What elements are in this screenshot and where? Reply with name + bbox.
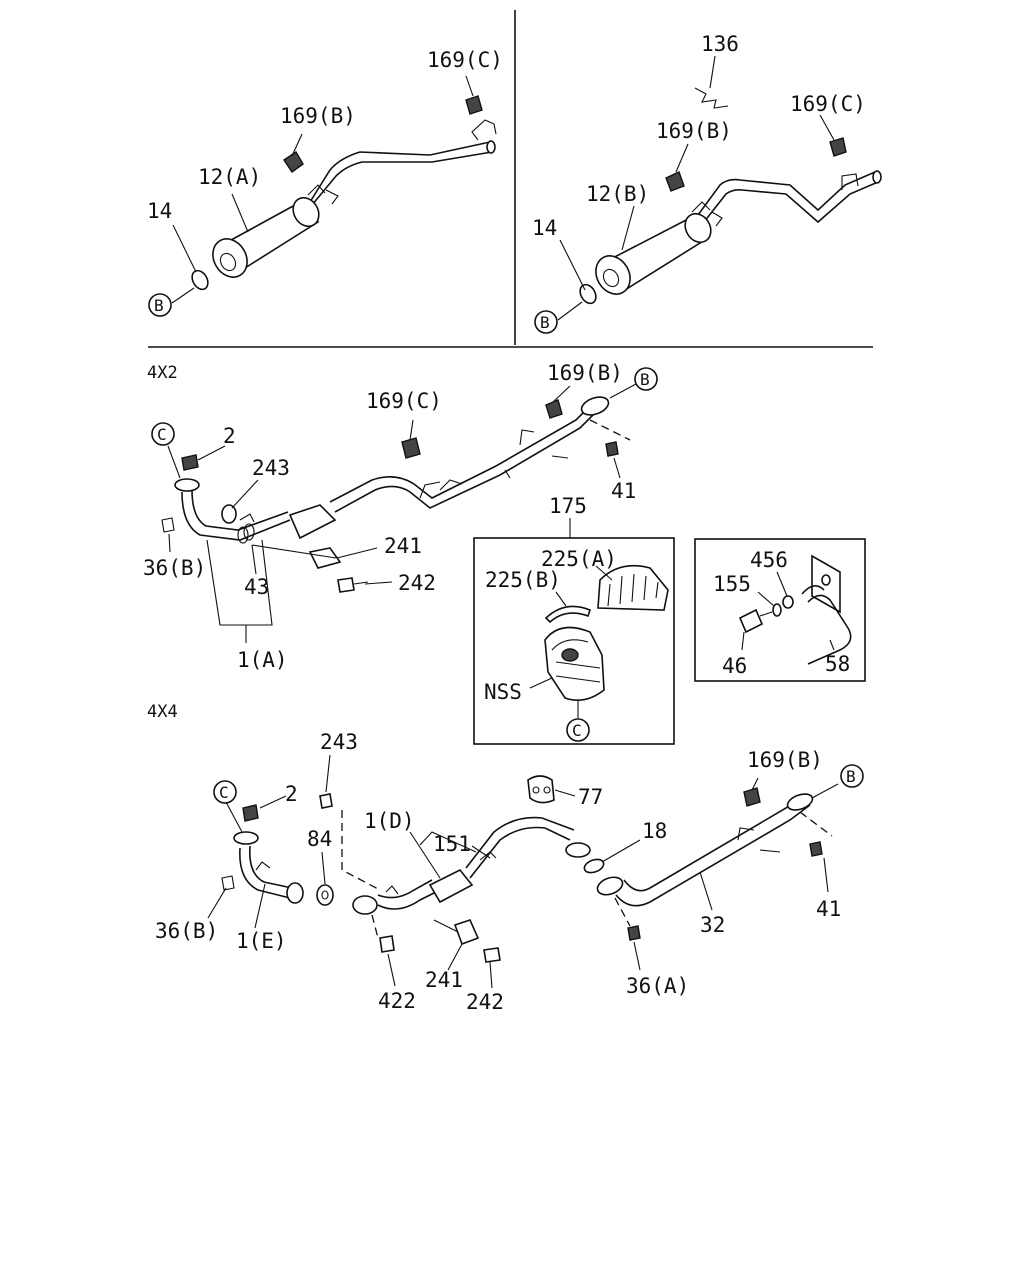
- label-169b: 169(B): [547, 361, 623, 385]
- label-14: 14: [532, 216, 557, 240]
- leader-nss: [529, 677, 553, 689]
- leaders-4x2: [167, 383, 637, 643]
- leader-225b: [555, 591, 567, 607]
- ref-circle-b: [534, 310, 558, 334]
- label-12b: 12(B): [586, 182, 649, 206]
- label-41: 41: [816, 897, 841, 921]
- label-18: 18: [642, 819, 667, 843]
- ref-circle-c: [213, 780, 237, 804]
- label-84: 84: [307, 827, 332, 851]
- leaders-top-left: [171, 75, 474, 304]
- label-46: 46: [722, 654, 747, 678]
- leaders-top-right: [557, 55, 835, 321]
- ref-circle-b: [634, 367, 658, 391]
- ref-b-text: B: [846, 767, 856, 786]
- label-36a: 36(A): [626, 974, 689, 998]
- panel-dividers: [148, 10, 873, 348]
- label-nss: NSS: [484, 680, 522, 704]
- leader-456: [776, 571, 788, 597]
- ref-c-text: C: [157, 425, 167, 444]
- label-58: 58: [825, 652, 850, 676]
- muffler-assembly-12b: [579, 87, 882, 305]
- label-169c: 169(C): [366, 389, 442, 413]
- leader-155: [757, 591, 775, 607]
- label-77: 77: [578, 785, 603, 809]
- label-169c: 169(C): [427, 48, 503, 72]
- label-242: 242: [466, 990, 504, 1014]
- leaders-4x4: [207, 754, 839, 989]
- ref-b-text: B: [540, 313, 550, 332]
- label-14: 14: [147, 199, 172, 223]
- label-243: 243: [320, 730, 358, 754]
- ref-b-text: B: [154, 296, 164, 315]
- label-43: 43: [244, 575, 269, 599]
- muffler-assembly-12a: [191, 95, 497, 291]
- label-41: 41: [611, 479, 636, 503]
- label-2: 2: [223, 424, 236, 448]
- inset-box-175: [473, 518, 675, 745]
- label-136: 136: [701, 32, 739, 56]
- label-456: 456: [750, 548, 788, 572]
- inset-box-hanger: [694, 538, 866, 682]
- ref-circle-c: [151, 422, 175, 446]
- ref-c-text: C: [219, 783, 229, 802]
- label-169c: 169(C): [790, 92, 866, 116]
- ref-circle-c: [566, 718, 590, 742]
- exhaust-pipe-4x2: [161, 396, 631, 593]
- label-175: 175: [549, 494, 587, 518]
- label-2: 2: [285, 782, 298, 806]
- leader-58: [829, 639, 835, 651]
- label-243: 243: [252, 456, 290, 480]
- label-32: 32: [700, 913, 725, 937]
- label-169b: 169(B): [280, 104, 356, 128]
- exhaust-pipe-4x4: [221, 775, 833, 963]
- ref-circle-b: [148, 293, 172, 317]
- label-241: 241: [384, 534, 422, 558]
- label-1a: 1(A): [237, 648, 288, 672]
- label-225a: 225(A): [541, 547, 617, 571]
- ref-circle-b: [840, 764, 864, 788]
- label-151: 151: [433, 832, 471, 856]
- section-title-4x2: 4X2: [147, 363, 178, 383]
- label-169b: 169(B): [747, 748, 823, 772]
- section-title-4x4: 4X4: [147, 702, 178, 722]
- label-241: 241: [425, 968, 463, 992]
- label-169b: 169(B): [656, 119, 732, 143]
- leader-225a: [595, 565, 613, 581]
- label-36b: 36(B): [143, 556, 206, 580]
- label-1d: 1(D): [364, 809, 415, 833]
- ref-b-text: B: [640, 370, 650, 389]
- label-12a: 12(A): [198, 165, 261, 189]
- label-225b: 225(B): [485, 568, 561, 592]
- leader-46: [741, 631, 745, 651]
- label-36b: 36(B): [155, 919, 218, 943]
- label-155: 155: [713, 572, 751, 596]
- label-1e: 1(E): [236, 929, 287, 953]
- label-242: 242: [398, 571, 436, 595]
- ref-c-text: C: [572, 721, 582, 740]
- label-422: 422: [378, 989, 416, 1013]
